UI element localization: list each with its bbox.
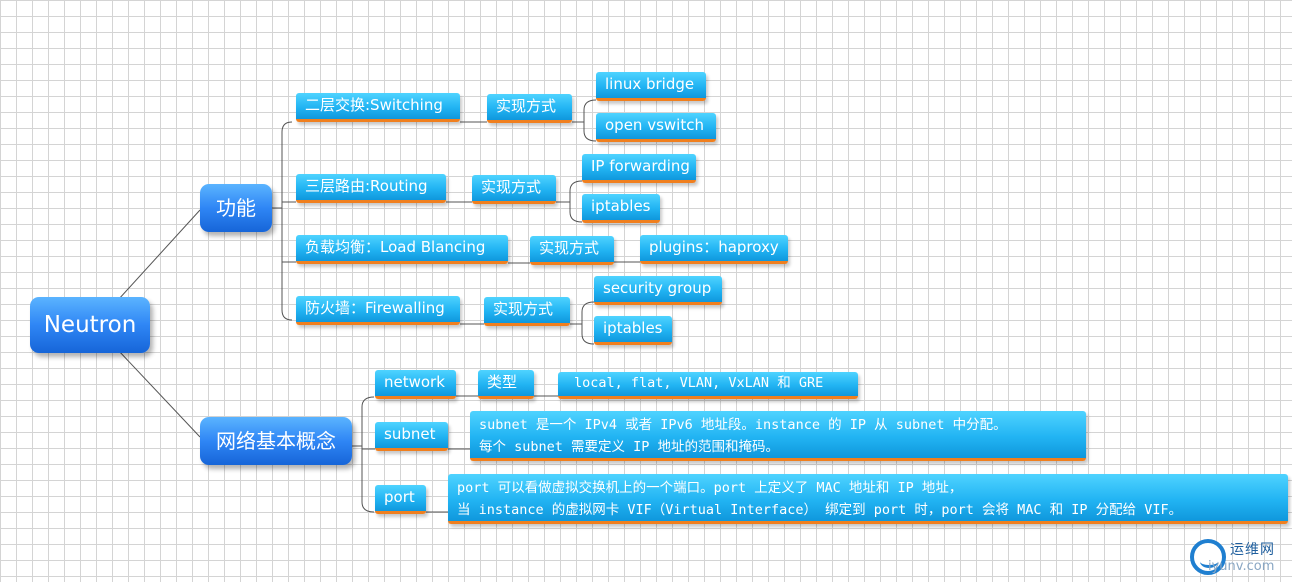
node-switching-impl[interactable]: 实现方式 [487, 94, 572, 123]
node-open-vswitch[interactable]: open vswitch [596, 113, 716, 142]
node-port-desc[interactable]: port 可以看做虚拟交换机上的一个端口。port 上定义了 MAC 地址和 I… [448, 474, 1288, 524]
node-fw-iptables[interactable]: iptables [594, 316, 672, 345]
node-switching[interactable]: 二层交换:Switching [296, 93, 460, 122]
port-desc-line-1: port 可以看做虚拟交换机上的一个端口。port 上定义了 MAC 地址和 I… [457, 480, 963, 496]
watermark-logo-icon [1190, 539, 1226, 575]
edge-concepts-bracket [352, 396, 375, 513]
node-network-types[interactable]: local, flat, VLAN, VxLAN 和 GRE [558, 372, 858, 399]
root-node-neutron[interactable]: Neutron [30, 297, 150, 353]
node-fw-impl[interactable]: 实现方式 [484, 297, 570, 326]
node-port[interactable]: port [375, 485, 426, 514]
node-security-group[interactable]: security group [594, 276, 722, 305]
node-load-balancing[interactable]: 负载均衡：Load Blancing [296, 235, 508, 264]
node-linux-bridge[interactable]: linux bridge [596, 72, 706, 101]
edge-root-concepts [117, 349, 201, 438]
port-desc-line-2: 当 instance 的虚拟网卡 VIF（Virtual Interface） … [457, 502, 1183, 518]
watermark-domain: iyunv.com [1208, 559, 1275, 574]
node-routing[interactable]: 三层路由:Routing [296, 174, 446, 203]
edge-root-func [117, 209, 201, 301]
node-network-type[interactable]: 类型 [478, 370, 534, 399]
edge-switching-opts [572, 99, 597, 142]
node-network-concepts[interactable]: 网络基本概念 [200, 417, 352, 465]
watermark: 运维网 iyunv.com [1186, 537, 1290, 581]
node-network[interactable]: network [375, 370, 456, 399]
subnet-desc-line-1: subnet 是一个 IPv4 或者 IPv6 地址段。instance 的 I… [479, 417, 1007, 433]
subnet-desc-line-2: 每个 subnet 需要定义 IP 地址的范围和掩码。 [479, 439, 780, 455]
node-firewalling[interactable]: 防火墙：Firewalling [296, 296, 460, 325]
node-lb-impl[interactable]: 实现方式 [530, 236, 614, 265]
node-functions[interactable]: 功能 [200, 184, 272, 232]
node-subnet-desc[interactable]: subnet 是一个 IPv4 或者 IPv6 地址段。instance 的 I… [470, 411, 1086, 461]
node-haproxy[interactable]: plugins：haproxy [640, 235, 788, 264]
node-subnet[interactable]: subnet [375, 422, 448, 451]
edge-routing-opts [556, 180, 583, 223]
node-ip-forwarding[interactable]: IP forwarding [582, 154, 696, 183]
watermark-name: 运维网 [1230, 542, 1275, 558]
node-routing-iptables[interactable]: iptables [582, 194, 660, 223]
node-routing-impl[interactable]: 实现方式 [472, 175, 556, 204]
edge-fw-opts [570, 301, 595, 345]
